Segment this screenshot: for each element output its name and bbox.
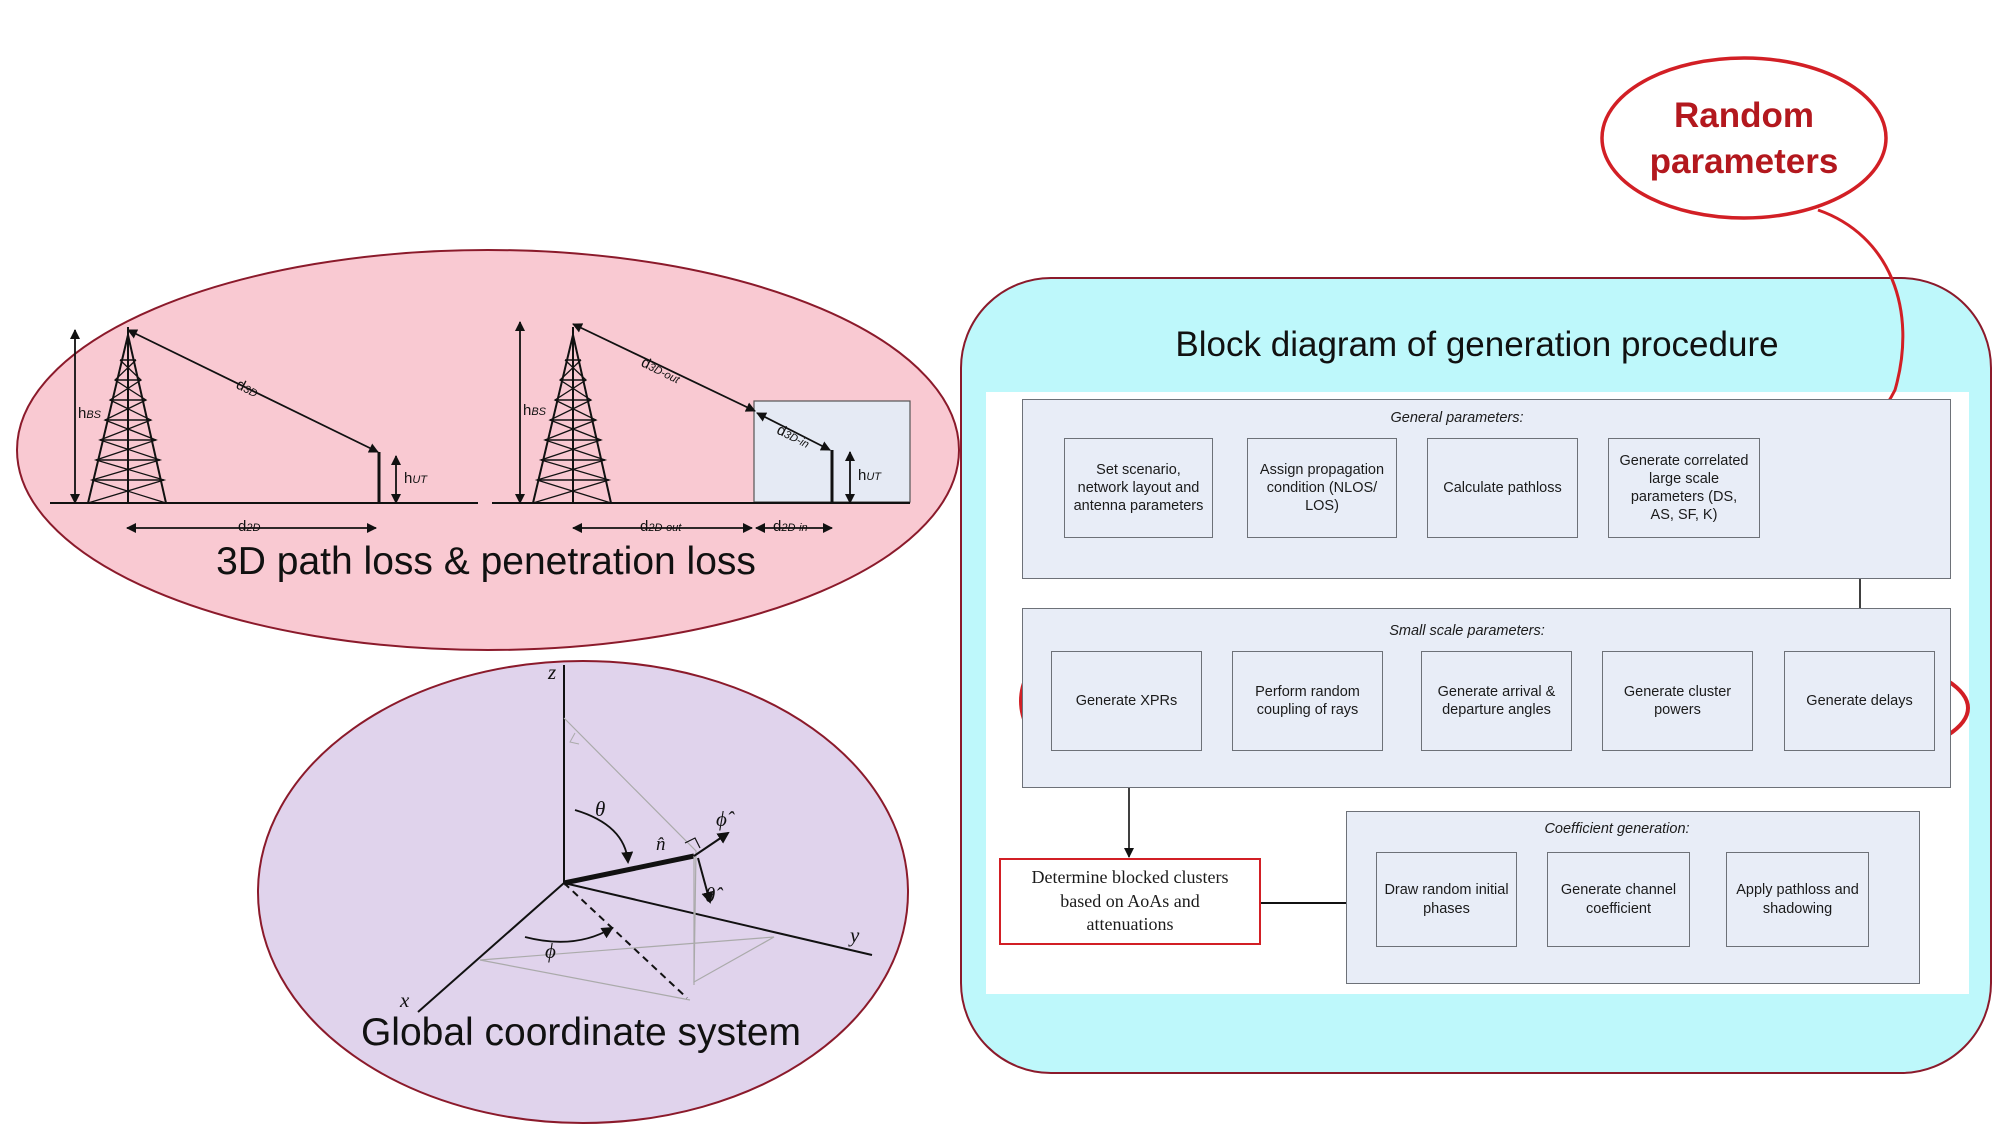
random-params-ellipse (1600, 56, 1888, 220)
axis-x-label: x (400, 988, 410, 1012)
box-large-scale-params: Generate correlated large scale paramete… (1608, 438, 1760, 538)
d2d-label-left: d2D (238, 518, 261, 535)
h-bs-label-right: hBS (523, 402, 547, 419)
block-diagram-title: Block diagram of generation procedure (1175, 325, 1779, 364)
box-random-coupling: Perform random coupling of rays (1232, 651, 1383, 751)
box-generate-xprs: Generate XPRs (1051, 651, 1202, 751)
d3d-arrow-left (127, 329, 379, 453)
coeff-label: Coefficient generation: (1544, 821, 1690, 837)
h-bs-label-left: hBS (78, 405, 102, 422)
d3d-out-arrow (572, 323, 756, 412)
d2d-out-label: d2D-out (640, 518, 682, 535)
d3d-in-arrow (756, 412, 831, 451)
axis-z-label: z (548, 660, 557, 684)
path-loss-title: 3D path loss & penetration loss (216, 540, 756, 583)
n-hat-label: n̂ (656, 834, 666, 855)
coord-axes (417, 665, 873, 1013)
box-apply-pathloss: Apply pathloss and shadowing (1726, 852, 1869, 947)
small-scale-label: Small scale parameters: (1389, 623, 1545, 639)
theta-hat-label: θ̂ (705, 883, 716, 907)
tower-right (492, 327, 910, 504)
box-cluster-powers: Generate cluster powers (1602, 651, 1753, 751)
coord-title: Global coordinate system (360, 1011, 802, 1054)
d2d-in-label: d2D-in (773, 518, 808, 535)
box-channel-coefficient: Generate channel coefficient (1547, 852, 1690, 947)
axis-y-label: y (850, 923, 860, 947)
h-ut-label-right: hUT (858, 467, 882, 484)
random-parameters-label: Random parameters (1649, 96, 1839, 181)
box-set-scenario: Set scenario, network layout and antenna… (1064, 438, 1213, 538)
coord-ellipse (257, 660, 909, 1124)
box-blocked-clusters: Determine blocked clusters based on AoAs… (999, 858, 1261, 945)
phi-label: ϕ (545, 939, 556, 963)
box-assign-propagation: Assign propagation condition (NLOS/ LOS) (1247, 438, 1397, 538)
box-random-phases: Draw random initial phases (1376, 852, 1517, 947)
box-arrival-departure: Generate arrival & departure angles (1421, 651, 1572, 751)
general-params-label: General parameters: (1390, 410, 1524, 426)
phi-hat-label: ϕ̂ (716, 807, 727, 831)
box-generate-delays: Generate delays (1784, 651, 1935, 751)
box-calculate-pathloss: Calculate pathloss (1427, 438, 1578, 538)
theta-label: θ (595, 797, 606, 821)
h-ut-label-left: hUT (404, 470, 428, 487)
